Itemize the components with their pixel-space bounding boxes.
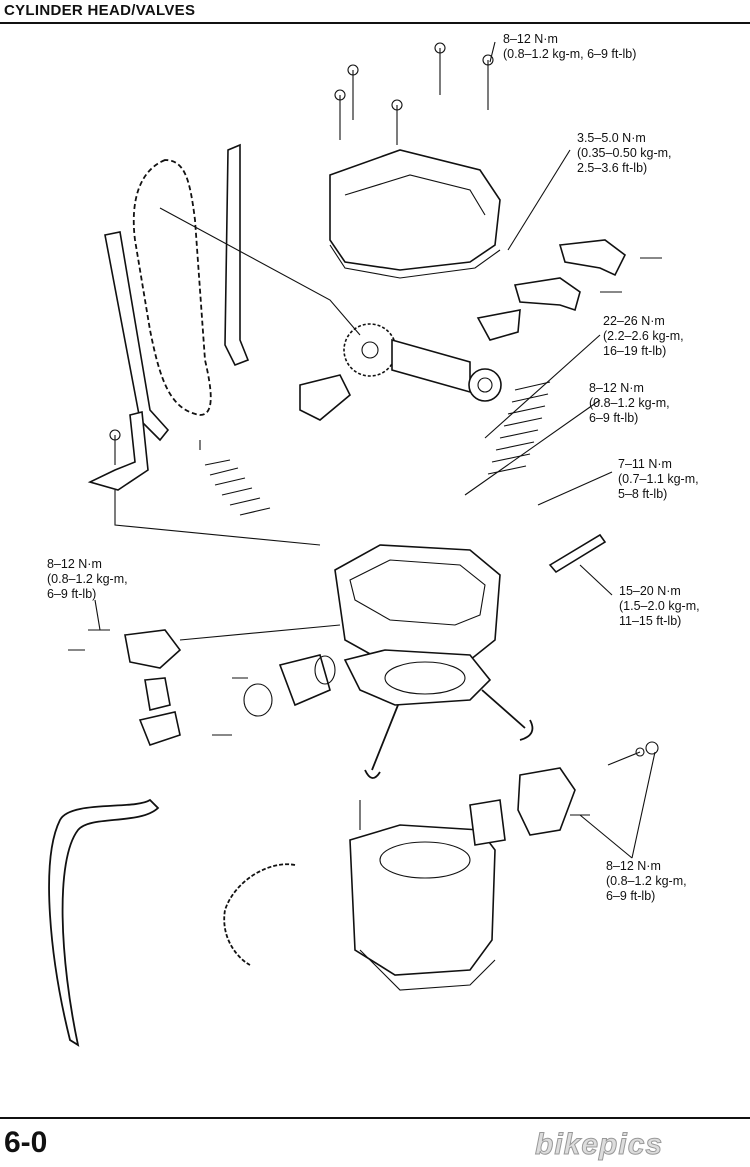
cam-bearing	[468, 368, 502, 402]
torque-spec-adjuster: 7–11 N·m (0.7–1.1 kg-m, 5–8 ft-lb)	[618, 457, 699, 501]
rocker-shaft	[558, 239, 627, 277]
water-outlet	[124, 629, 182, 669]
torque-spec-tensioner: 8–12 N·m (0.8–1.2 kg-m, 6–9 ft-lb)	[606, 859, 687, 903]
page-title: CYLINDER HEAD/VALVES	[4, 2, 196, 19]
torque-spec-cam-holder: 22–26 N·m (2.2–2.6 kg-m, 16–19 ft-lb)	[603, 314, 684, 358]
hose-clamp	[243, 683, 273, 717]
misc-bolts	[68, 257, 662, 830]
cam-chain-tensioner	[517, 767, 576, 836]
rocker-arm	[299, 374, 351, 421]
watermark-logo: bikepics	[534, 1128, 664, 1162]
thermostat-cover	[138, 711, 181, 746]
torque-spec-cover-bolt: 8–12 N·m (0.8–1.2 kg-m, 6–9 ft-lb)	[503, 32, 637, 61]
cylinder	[349, 824, 496, 976]
intake-valve	[364, 704, 399, 779]
cylinder-head	[334, 544, 501, 666]
valve-spring-left	[204, 459, 271, 516]
cover-bolts	[334, 42, 494, 145]
torque-spec-spark-plug: 15–20 N·m (1.5–2.0 kg-m, 11–15 ft-lb)	[619, 584, 700, 628]
cam-chain	[132, 159, 212, 416]
cam-chain-tensioner-slider	[224, 143, 250, 367]
header-rule	[0, 22, 750, 24]
breather-hose	[223, 863, 296, 966]
exhaust-valve	[481, 689, 534, 741]
thermostat	[144, 677, 171, 711]
torque-spec-oil-bolt: 3.5–5.0 N·m (0.35–0.50 kg-m, 2.5–3.6 ft-…	[577, 131, 672, 175]
exploded-parts-diagram	[48, 41, 662, 1047]
guide-bracket	[87, 411, 149, 491]
tensioner-gasket	[469, 799, 506, 846]
torque-spec-rocker: 8–12 N·m (0.8–1.2 kg-m, 6–9 ft-lb)	[589, 381, 670, 425]
rocker-arm	[476, 309, 521, 341]
footer-rule	[0, 1117, 750, 1119]
intake-insulator	[278, 654, 331, 707]
rocker-shaft	[513, 277, 581, 312]
camshaft	[391, 338, 471, 394]
coolant-hose	[48, 798, 160, 1047]
spark-plug	[548, 533, 607, 574]
leader-lines	[94, 41, 656, 859]
cylinder-head-gasket	[343, 649, 492, 706]
cam-sprocket	[343, 323, 397, 377]
page-number: 6-0	[4, 1126, 48, 1159]
cylinder-head-cover	[329, 149, 501, 271]
cam-chain-guide	[104, 231, 170, 442]
torque-spec-water-outlet: 8–12 N·m (0.8–1.2 kg-m, 6–9 ft-lb)	[47, 557, 128, 601]
